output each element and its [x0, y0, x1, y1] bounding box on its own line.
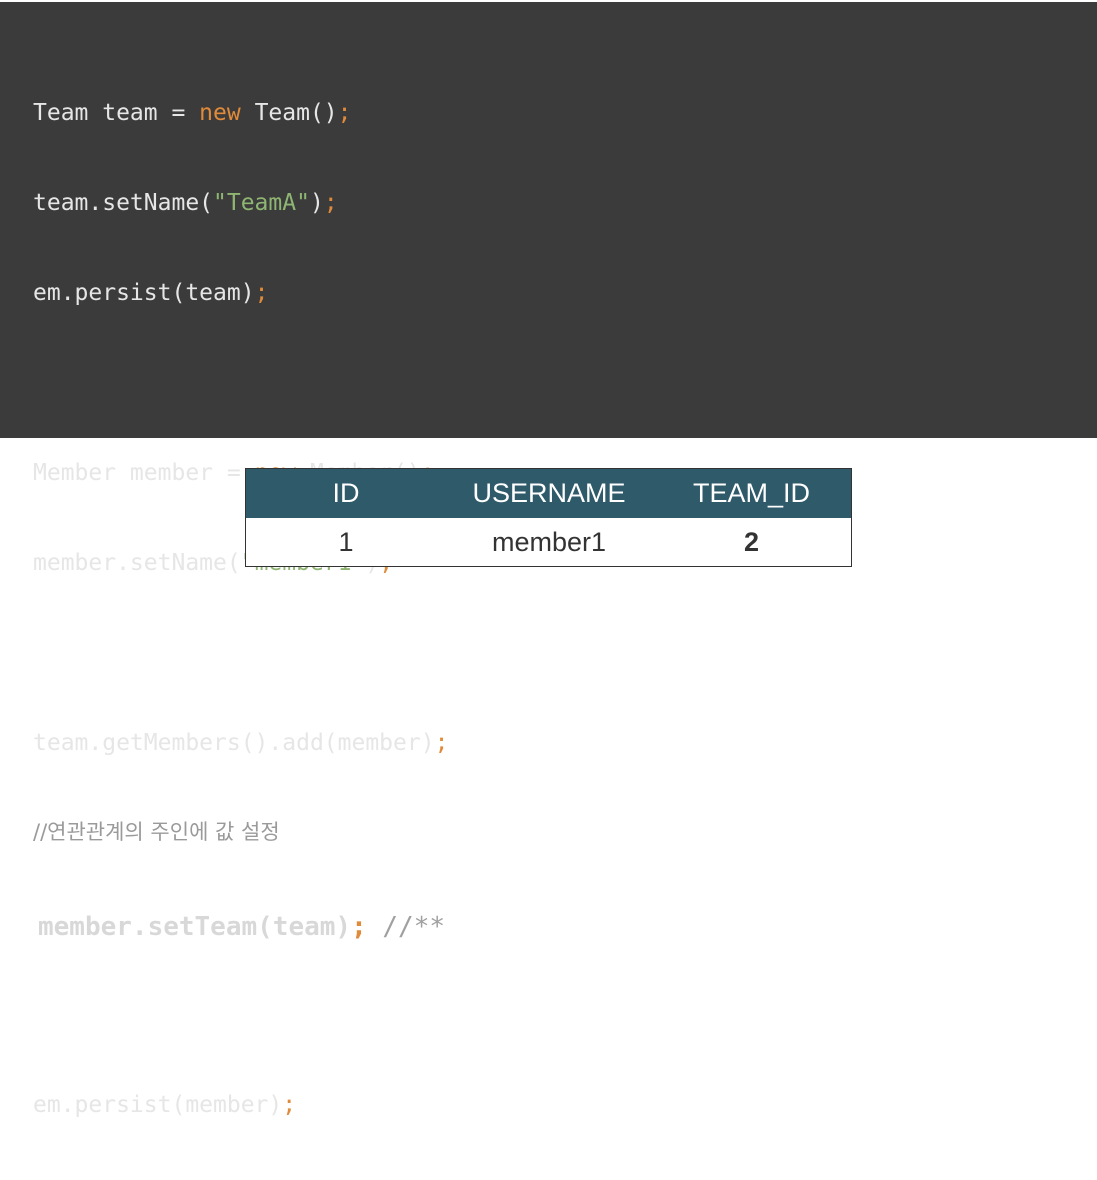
code-comment: //연관관계의 주인에 값 설정 [33, 820, 280, 844]
code-panel: Team team = new Team(); team.setName("Te… [0, 2, 1097, 1118]
member-table: ID USERNAME TEAM_ID 1 member1 2 [245, 468, 852, 567]
cell-team-id: 2 [652, 518, 852, 567]
cell-username: member1 [446, 518, 652, 567]
cell-id: 1 [245, 518, 446, 567]
code-line-6: team.getMembers().add(member); [33, 730, 449, 756]
code-line-2: team.setName("TeamA"); [33, 190, 338, 216]
table-row: 1 member1 2 [245, 518, 852, 567]
code-line-9: em.persist(member); [33, 1092, 297, 1118]
code-line-highlight: member.setTeam(team); //** [38, 912, 446, 942]
column-header-id: ID [245, 468, 446, 518]
column-header-username: USERNAME [446, 468, 652, 518]
column-header-team-id: TEAM_ID [652, 468, 852, 518]
code-line-3: em.persist(team); [33, 280, 269, 306]
code-block: Team team = new Team(); team.setName("Te… [33, 38, 448, 1180]
table-header-row: ID USERNAME TEAM_ID [245, 468, 852, 518]
code-line-1: Team team = new Team(); [33, 100, 352, 126]
